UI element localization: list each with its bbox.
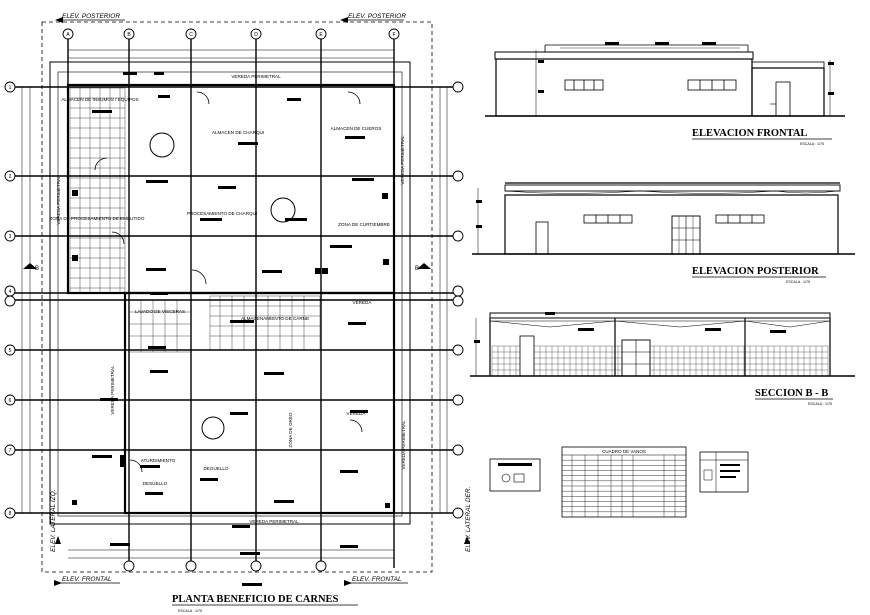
room-label: VEREDA PERIMETRAL	[400, 135, 405, 185]
room-label: ZONA DE PROCESAMIENTO DE EMBUTIDO	[50, 216, 145, 221]
grid-row-label: 2	[9, 174, 12, 180]
grid-col-label: A	[66, 32, 70, 38]
elev-mark-side-right: ELEV. LATERAL DER.	[465, 486, 472, 552]
plan-title: PLANTA BENEFICIO DE CARNES	[172, 594, 339, 605]
elev-mark-bottom-left: ELEV. FRONTAL	[62, 576, 112, 583]
elev-front-scale: ESCALA : 1/75	[800, 142, 824, 146]
grid-col-label: C	[189, 32, 193, 38]
elevation-front	[485, 42, 845, 117]
grid-col-label: D	[254, 32, 258, 38]
room-label: DEGUELLO	[203, 466, 228, 471]
floor-plan	[4, 17, 470, 586]
grid-col-label: E	[319, 32, 323, 38]
room-label: VEREDA PERIMETRAL	[231, 74, 281, 79]
room-label-line: ZONA DE PROCESAMIENTO DE EMBUTIDO	[50, 216, 145, 221]
elev-front-title: ELEVACION FRONTAL	[692, 128, 807, 139]
room-labels: VEREDA PERIMETRAL ALMACEN DE INSUMOS / E…	[50, 74, 406, 524]
grid-col-label: B	[127, 32, 131, 38]
section-title: SECCION B - B	[755, 388, 828, 399]
room-label: PROCESAMIENTO DE CHARQUI	[187, 211, 257, 216]
room-label: ALMACEN DE CUEROS	[331, 126, 382, 131]
elev-mark-bottom-right: ELEV. FRONTAL	[352, 576, 402, 583]
room-label: VEREDA PERIMETRAL	[401, 420, 406, 470]
grid-row-label: 1	[9, 85, 12, 91]
door-window-schedule	[561, 446, 687, 518]
room-label: ATURDIMIENTO	[141, 458, 176, 463]
legend-detail-left	[489, 458, 541, 492]
room-label: ALMACENAMIENTO DE CARNE	[241, 316, 309, 321]
room-label: LAVADO DE VISCERAS	[135, 309, 185, 314]
grid-row-label: 5	[9, 348, 12, 354]
room-label: VEREDA PERIMETRAL	[110, 365, 115, 415]
grid-row-label: 8	[9, 511, 12, 517]
elev-mark-top-right: ELEV. POSTERIOR	[348, 13, 406, 20]
room-label: VEREDA PERIMETRAL	[56, 175, 61, 225]
elev-mark-top-left: ELEV. POSTERIOR	[62, 13, 120, 20]
elevation-marks: ELEV. POSTERIOR ELEV. POSTERIOR ELEV. FR…	[50, 13, 472, 583]
section-bb	[470, 312, 855, 377]
plan-title-block: PLANTA BENEFICIO DE CARNES ESCALA : 1/75	[172, 594, 358, 613]
grid-row-label: 6	[9, 398, 12, 404]
elev-rear-title: ELEVACION POSTERIOR	[692, 266, 819, 277]
tile-grid	[497, 346, 823, 376]
schedule-rows	[562, 459, 686, 513]
elev-mark-side-left: ELEV. LATERAL IZQ.	[50, 489, 57, 552]
section-mark: B	[35, 266, 39, 272]
room-label-line: ALMACEN DE INSUMOS / EQUIPOS	[61, 97, 138, 102]
room-label: ZONA DE OREO	[288, 412, 293, 447]
section-mark: B	[415, 266, 419, 272]
grid-row-label: 4	[9, 289, 12, 295]
grid-labels: A B C D E F 1 2 3 4 5 6 7 8 B B	[9, 32, 419, 517]
grid-row-label: 3	[9, 234, 12, 240]
room-label: ALMACEN DE CHARQUI	[212, 130, 264, 135]
plan-scale: ESCALA : 1/75	[178, 609, 202, 613]
room-label: VEREDA PERIMETRAL	[249, 519, 299, 524]
room-label: ALMACEN DE INSUMOS / EQUIPOS	[61, 97, 138, 102]
elevation-rear	[472, 182, 855, 255]
elev-rear-scale: ESCALA : 1/75	[786, 280, 810, 284]
schedule-title: CUADRO DE VANOS	[602, 449, 646, 454]
grid-row-label: 7	[9, 448, 12, 454]
room-label: ZONA DE CURTIEMBRE	[338, 222, 390, 227]
section-scale: ESCALA : 1/75	[808, 402, 832, 406]
grid-col-label: F	[392, 32, 395, 38]
room-label: DESUELLO	[143, 481, 168, 486]
room-label: VEREDA	[347, 411, 367, 416]
room-label: VEREDA	[353, 300, 373, 305]
legend-detail-right	[699, 451, 749, 493]
